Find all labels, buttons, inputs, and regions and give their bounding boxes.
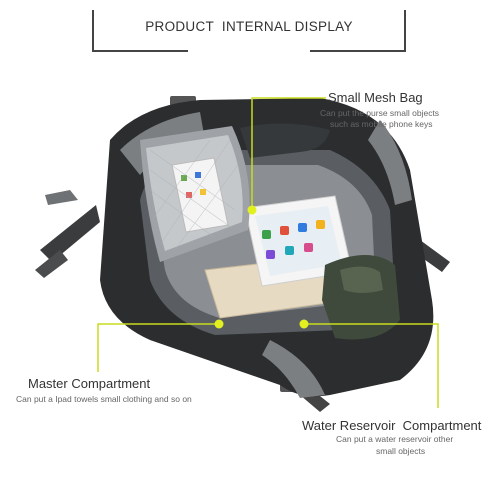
callout-dot-master [214, 319, 224, 329]
callout-line-master [97, 323, 219, 372]
callout-line-mesh [251, 97, 326, 210]
callout-dot-reservoir [299, 319, 309, 329]
header-frame: PRODUCT INTERNAL DISPLAY [92, 10, 406, 52]
label-water-reservoir: Water Reservoir Compartment [302, 418, 482, 433]
callout-dot-mesh [247, 205, 257, 215]
frame-left-line [92, 10, 94, 52]
label-master-compartment-desc: Can put a Ipad towels small clothing and… [16, 394, 192, 404]
frame-bottom-right-line [310, 50, 406, 52]
label-water-reservoir-desc-1: Can put a water reservoir other [336, 434, 454, 444]
label-master-compartment: Master Compartment [28, 376, 151, 391]
label-small-mesh-bag-desc-1: Can put the purse small objects [320, 108, 440, 118]
label-small-mesh-bag: Small Mesh Bag [328, 90, 423, 105]
callout-line-reservoir [304, 323, 439, 408]
label-small-mesh-bag-desc-2: such as mobile phone keys [330, 119, 433, 129]
label-water-reservoir-desc-2: small objects [376, 446, 426, 456]
frame-right-line [404, 10, 406, 52]
page-title: PRODUCT INTERNAL DISPLAY [145, 19, 353, 34]
frame-bottom-left-line [92, 50, 188, 52]
